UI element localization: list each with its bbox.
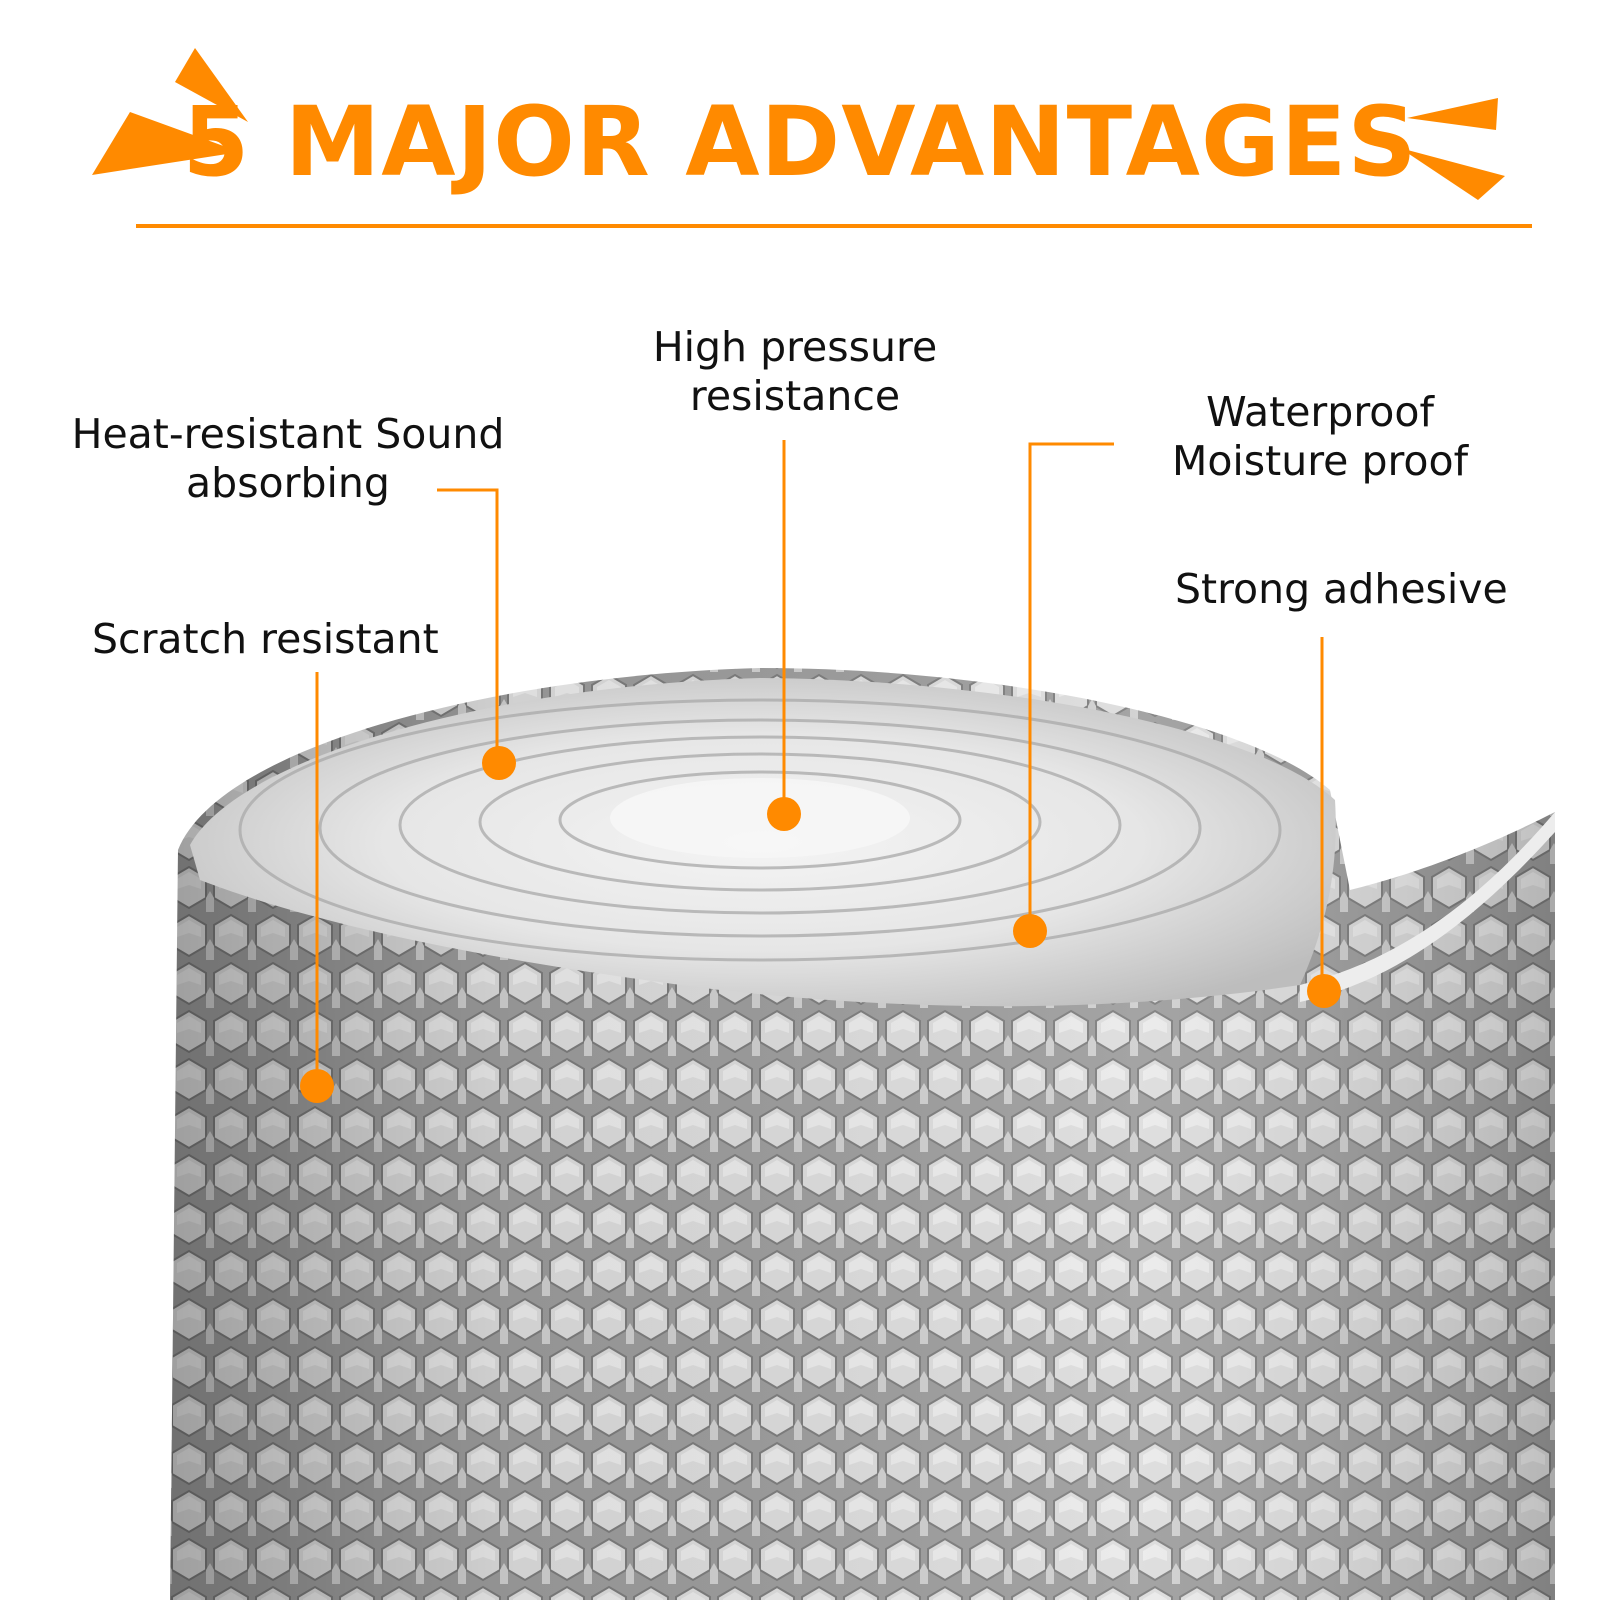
callout-dot-waterproof	[1013, 914, 1047, 948]
foil-roll	[170, 668, 1555, 1600]
feature-scratch-resistant-label: Scratch resistant	[92, 615, 439, 663]
page-title: 5 MAJOR ADVANTAGES	[182, 86, 1418, 198]
callout-line-heat-resistant	[437, 488, 499, 762]
feature-high-pressure-label: High pressure resistance	[652, 323, 938, 420]
callout-line-waterproof	[1028, 442, 1114, 930]
feature-strong-adhesive-label: Strong adhesive	[1175, 565, 1508, 613]
title-accent-decoration	[92, 48, 1505, 200]
feature-waterproof-label: Waterproof Moisture proof	[1171, 388, 1469, 485]
callout-dot-scratch-resistant	[300, 1069, 334, 1103]
callout-dot-high-pressure	[767, 797, 801, 831]
callout-dot-heat-resistant	[482, 746, 516, 780]
feature-heat-resistant-label: Heat-resistant Sound absorbing	[71, 410, 505, 507]
callout-dot-strong-adhesive	[1307, 974, 1341, 1008]
